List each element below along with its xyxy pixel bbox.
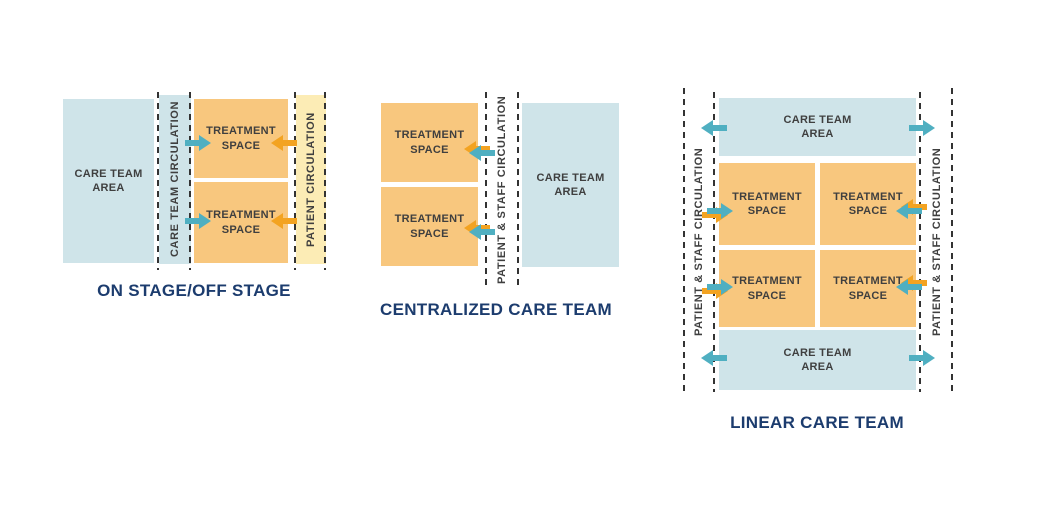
combined-arrow-right-icon [702, 203, 733, 228]
care-team-area-zone: CARE TEAM AREA [719, 98, 916, 156]
treatment-space-zone: TREATMENT SPACE [719, 163, 815, 245]
treatment-space-label: TREATMENT SPACE [206, 125, 276, 152]
care-team-circulation-label: CARE TEAM CIRCULATION [169, 101, 181, 258]
teal-arrow-right-icon [909, 350, 935, 371]
care-team-area-label: CARE TEAM AREA [536, 171, 605, 198]
diagram-title-on-stage-off-stage: ON STAGE/OFF STAGE [97, 281, 291, 300]
treatment-space-zone: TREATMENT SPACE [820, 163, 916, 245]
treatment-space-zone: TREATMENT SPACE [194, 99, 288, 178]
teal-arrow-right-icon [185, 135, 211, 156]
dashed-boundary-line [485, 92, 487, 288]
combined-arrow-left-icon [464, 220, 495, 245]
combined-arrow-left-icon [896, 199, 927, 224]
teal-arrow-right-icon [185, 213, 211, 234]
dashed-boundary-line [683, 88, 685, 395]
orange-arrow-left-icon [271, 135, 297, 156]
care-team-area-label: CARE TEAM AREA [783, 346, 852, 373]
patient-staff-circulation-label: PATIENT & STAFF CIRCULATION [496, 95, 508, 285]
treatment-space-label: TREATMENT SPACE [394, 213, 465, 240]
care-team-area-zone: CARE TEAM AREA [719, 330, 916, 390]
teal-arrow-left-icon [701, 350, 727, 371]
care-team-area-zone: CARE TEAM AREA [63, 99, 154, 263]
care-team-circulation-zone [159, 95, 191, 264]
dashed-boundary-line [324, 92, 326, 270]
treatment-space-label: TREATMENT SPACE [833, 275, 903, 302]
diagram-title-linear-care-team: LINEAR CARE TEAM [730, 413, 904, 432]
treatment-space-label: TREATMENT SPACE [206, 209, 276, 236]
teal-arrow-left-icon [701, 120, 727, 141]
combined-arrow-right-icon [702, 279, 733, 304]
treatment-space-label: TREATMENT SPACE [394, 129, 465, 156]
treatment-space-zone: TREATMENT SPACE [194, 182, 288, 263]
treatment-space-zone: TREATMENT SPACE [719, 250, 815, 327]
orange-arrow-left-icon [271, 213, 297, 234]
treatment-space-label: TREATMENT SPACE [732, 275, 802, 302]
care-team-area-label: CARE TEAM AREA [783, 113, 852, 140]
care-team-area-label: CARE TEAM AREA [74, 167, 143, 194]
patient-circulation-label: PATIENT CIRCULATION [305, 112, 317, 247]
treatment-space-zone: TREATMENT SPACE [381, 103, 478, 182]
treatment-space-label: TREATMENT SPACE [833, 190, 903, 217]
dashed-boundary-line [157, 92, 159, 270]
dashed-boundary-line [919, 92, 921, 392]
patient-circulation-zone [296, 95, 326, 264]
treatment-space-label: TREATMENT SPACE [732, 190, 802, 217]
combined-arrow-left-icon [464, 141, 495, 166]
diagram-title-centralized-care-team: CENTRALIZED CARE TEAM [379, 300, 613, 319]
combined-arrow-left-icon [896, 275, 927, 300]
dashed-boundary-line [517, 92, 519, 288]
dashed-boundary-line [294, 92, 296, 270]
dashed-boundary-line [951, 88, 953, 395]
dashed-boundary-line [189, 92, 191, 270]
care-team-area-zone: CARE TEAM AREA [522, 103, 619, 267]
teal-arrow-right-icon [909, 120, 935, 141]
dashed-boundary-line [713, 92, 715, 392]
treatment-space-zone: TREATMENT SPACE [381, 187, 478, 266]
